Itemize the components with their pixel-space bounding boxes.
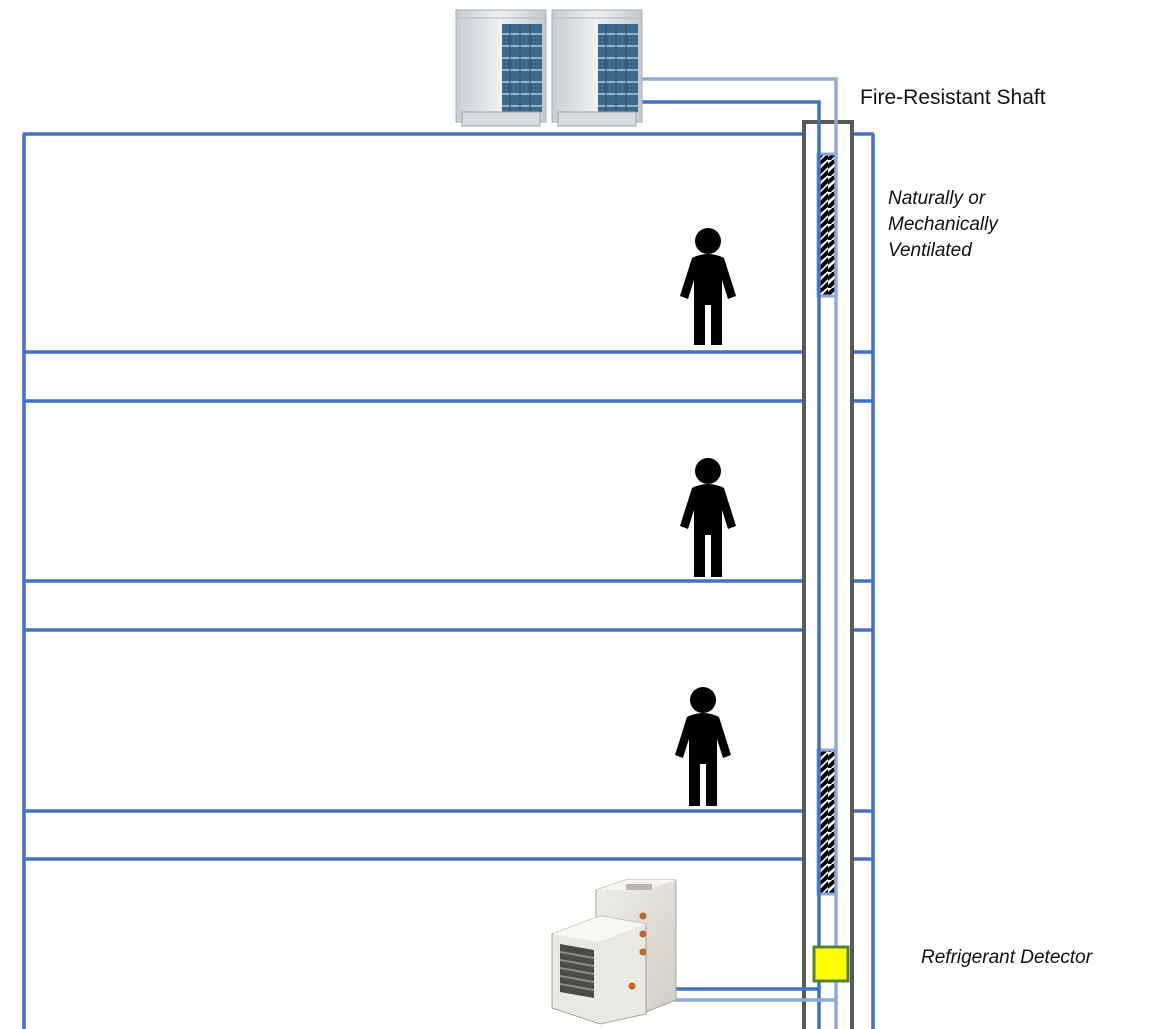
building [22, 132, 875, 1029]
ventilation-label-line: Ventilated [888, 240, 972, 261]
outdoor-unit-icon [455, 9, 547, 127]
gas-pipe [624, 77, 838, 1029]
liquid-pipe [624, 100, 821, 1029]
shaft-label: Fire-Resistant Shaft [860, 86, 1046, 109]
person-icon [680, 458, 736, 577]
ventilation-label-line: Naturally or [888, 188, 986, 209]
fire-resistant-shaft [802, 120, 854, 1029]
ventilation-label-line: Mechanically [888, 214, 998, 235]
person-icon [675, 687, 731, 806]
refrigerant-detector-icon [812, 945, 850, 983]
person-icon [680, 228, 736, 345]
detector-label: Refrigerant Detector [921, 947, 1093, 968]
indoor-unit-icon [551, 879, 677, 1025]
outdoor-unit-icon [551, 9, 643, 127]
ventilation-label: Naturally or Mechanically Ventilated [888, 186, 998, 264]
